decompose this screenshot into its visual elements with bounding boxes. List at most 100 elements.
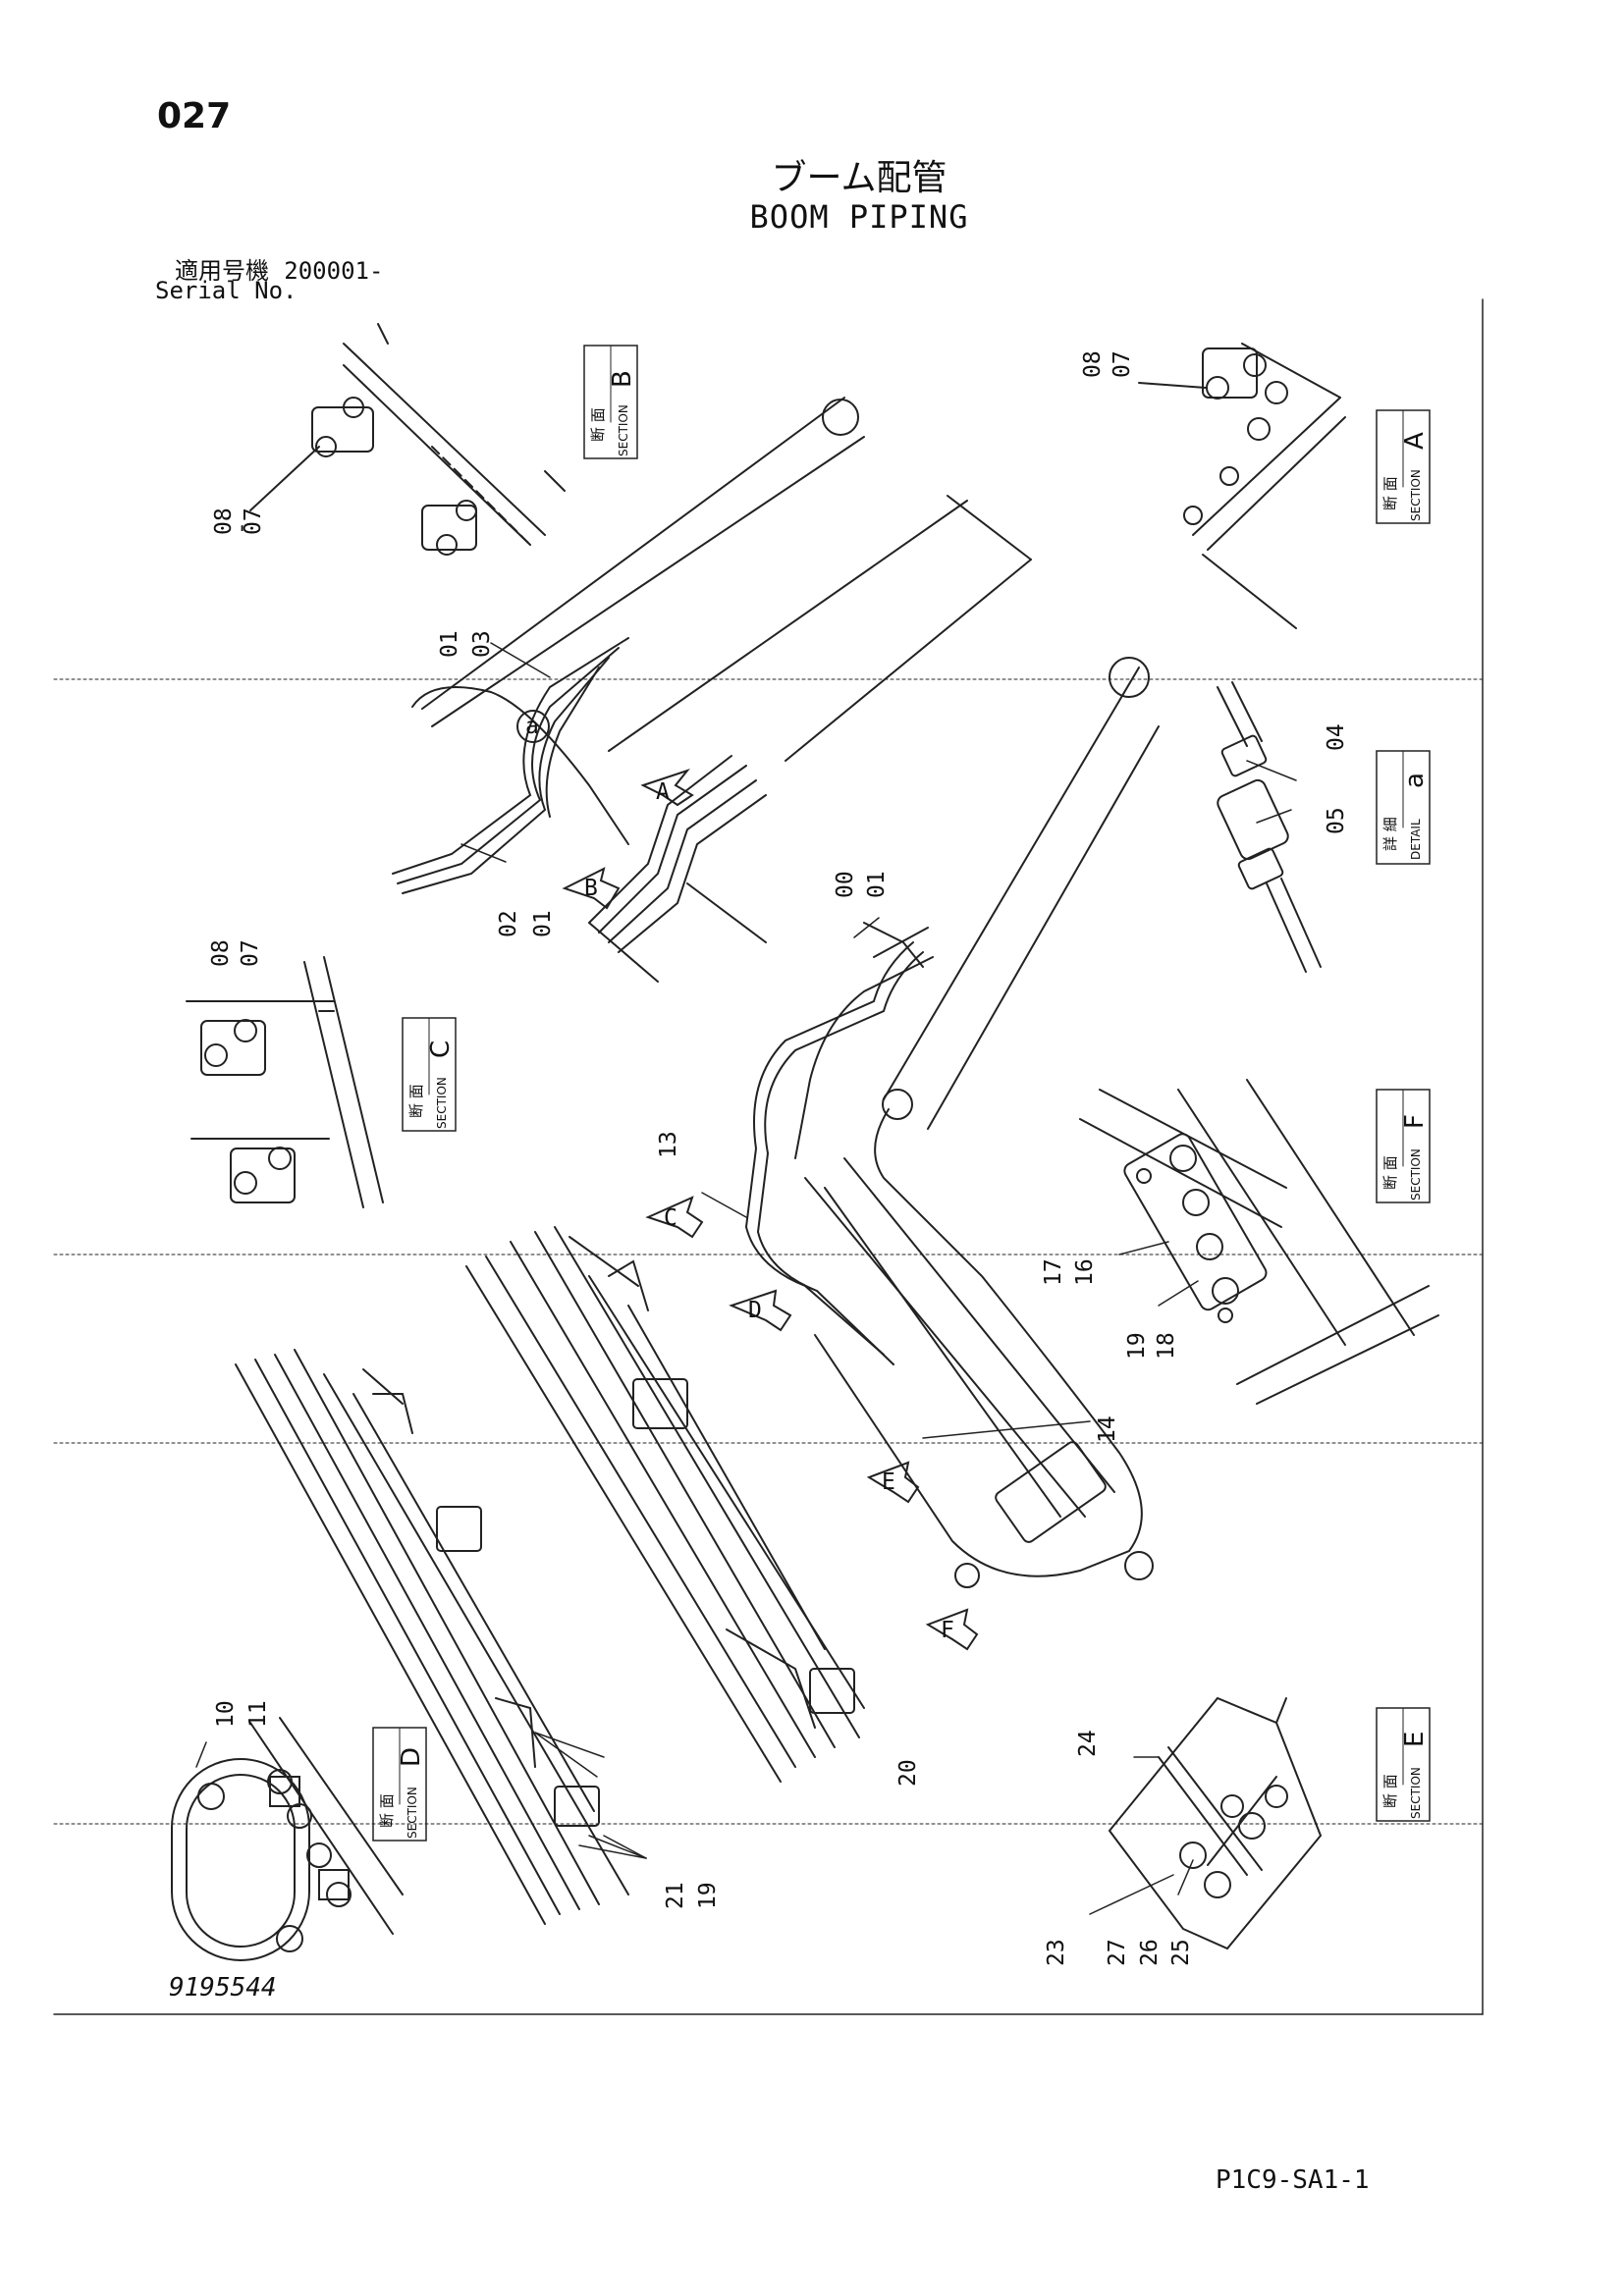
serial-label-en: Serial No. bbox=[155, 277, 298, 304]
callout-b-dash: - bbox=[229, 521, 254, 535]
callout-c-07: 07 bbox=[238, 939, 263, 967]
detail-marker-a: a bbox=[516, 710, 550, 743]
section-box-d: 断 面 SECTION D bbox=[372, 1727, 427, 1842]
lower-left-boom bbox=[235, 1349, 629, 1925]
drawing-frame bbox=[53, 298, 1484, 2015]
title-english: BOOM PIPING bbox=[749, 198, 969, 236]
section-e-view bbox=[1108, 1696, 1323, 1950]
section-box-b: 断 面 SECTION B bbox=[583, 345, 638, 459]
section-a-letter: A bbox=[1400, 432, 1430, 450]
main-boom-cylinder bbox=[804, 1157, 1115, 1543]
callout-e-24: 24 bbox=[1075, 1730, 1101, 1757]
section-a-view bbox=[1138, 343, 1346, 629]
section-b-letter: B bbox=[608, 370, 637, 388]
section-b-jp: 断 面 bbox=[589, 407, 607, 442]
detail-a-en: DETAIL bbox=[1409, 819, 1423, 860]
section-a-en: SECTION bbox=[1409, 469, 1423, 521]
callout-19: 19 bbox=[695, 1882, 721, 1909]
view-arrow-e: E bbox=[866, 1461, 920, 1504]
section-box-f: 断 面 SECTION F bbox=[1376, 1089, 1431, 1203]
view-arrow-a: A bbox=[640, 768, 694, 807]
section-f-view bbox=[1079, 1079, 1439, 1405]
section-c-view bbox=[186, 956, 384, 1208]
view-arrow-label-b: B bbox=[584, 876, 598, 901]
callout-det-05: 05 bbox=[1324, 807, 1349, 834]
callout-d-11: 11 bbox=[245, 1700, 271, 1728]
section-d-view bbox=[171, 1717, 404, 1961]
callout-boom-01: 01 bbox=[864, 871, 890, 898]
section-box-e: 断 面 SECTION E bbox=[1376, 1707, 1431, 1822]
callout-top-03: 03 bbox=[469, 630, 495, 658]
section-f-en: SECTION bbox=[1409, 1148, 1423, 1201]
leader-lines bbox=[195, 642, 1297, 1915]
upper-boom-outline bbox=[411, 397, 1032, 845]
section-b-view bbox=[249, 323, 566, 556]
callout-e-26: 26 bbox=[1137, 1939, 1163, 1966]
section-d-jp: 断 面 bbox=[378, 1793, 396, 1828]
callout-f-17: 17 bbox=[1041, 1258, 1066, 1286]
callout-e-23: 23 bbox=[1044, 1939, 1069, 1966]
section-box-a: 断 面 SECTION A bbox=[1376, 409, 1431, 524]
detail-a-letter: a bbox=[1400, 773, 1430, 788]
callout-det-04: 04 bbox=[1324, 723, 1349, 751]
callout-c-08: 08 bbox=[208, 939, 234, 967]
view-arrow-label-e: E bbox=[882, 1469, 895, 1495]
section-c-letter: C bbox=[426, 1041, 456, 1058]
callout-13: 13 bbox=[656, 1131, 681, 1158]
lower-middle-boom bbox=[465, 1226, 865, 1783]
serial-value: 200001- bbox=[284, 257, 384, 285]
main-boom-outline bbox=[814, 657, 1160, 1588]
callout-e-25: 25 bbox=[1168, 1939, 1194, 1966]
detail-a-jp: 詳 細 bbox=[1381, 817, 1399, 851]
section-e-jp: 断 面 bbox=[1381, 1774, 1399, 1808]
callout-f-18: 18 bbox=[1154, 1332, 1179, 1360]
section-a-jp: 断 面 bbox=[1381, 476, 1399, 510]
section-f-letter: F bbox=[1400, 1114, 1430, 1129]
detail-a-view bbox=[1217, 681, 1322, 973]
callout-a-08: 08 bbox=[1080, 350, 1106, 378]
callout-a-07: 07 bbox=[1110, 350, 1135, 378]
callout-f-19: 19 bbox=[1124, 1332, 1150, 1360]
section-d-en: SECTION bbox=[406, 1787, 419, 1839]
page-number: 027 bbox=[157, 96, 232, 136]
callout-b-08: 08 bbox=[211, 507, 237, 535]
callout-d-10: 10 bbox=[213, 1700, 239, 1728]
view-arrow-f: F bbox=[925, 1608, 979, 1651]
callout-top-01: 01 bbox=[437, 630, 462, 658]
callout-21: 21 bbox=[663, 1882, 688, 1909]
section-c-en: SECTION bbox=[435, 1077, 449, 1129]
section-b-en: SECTION bbox=[617, 404, 630, 456]
view-arrow-label-a: A bbox=[656, 779, 670, 805]
callout-e-27: 27 bbox=[1105, 1939, 1130, 1966]
section-d-letter: D bbox=[397, 1747, 426, 1767]
callout-f-16: 16 bbox=[1072, 1258, 1098, 1286]
section-c-jp: 断 面 bbox=[407, 1084, 425, 1118]
page-code: P1C9-SA1-1 bbox=[1216, 2165, 1370, 2195]
view-arrow-c: C bbox=[645, 1196, 704, 1239]
detail-marker-label: a bbox=[525, 714, 539, 739]
callout-boom-00: 00 bbox=[833, 871, 858, 898]
callout-14: 14 bbox=[1095, 1415, 1120, 1443]
section-e-en: SECTION bbox=[1409, 1767, 1423, 1819]
upper-hose-bundle bbox=[392, 637, 767, 983]
callout-labels: 08 - 07 08 07 08 07 01 03 02 01 04 05 00… bbox=[208, 350, 1349, 1966]
callout-b-07: 07 bbox=[241, 507, 266, 535]
view-arrow-label-f: F bbox=[941, 1618, 954, 1643]
callout-mid-02: 02 bbox=[496, 910, 521, 937]
section-e-letter: E bbox=[1400, 1732, 1430, 1747]
callout-20: 20 bbox=[895, 1759, 921, 1787]
section-box-c: 断 面 SECTION C bbox=[402, 1017, 457, 1132]
main-boom-hoses bbox=[744, 922, 934, 1365]
drawing-number: 9195544 bbox=[169, 1973, 277, 2002]
serial-line-jp: 適用号機 200001- bbox=[175, 251, 383, 286]
view-arrow-b: B bbox=[562, 867, 621, 910]
view-arrow-label-d: D bbox=[748, 1298, 762, 1323]
title-japanese: ブーム配管 bbox=[771, 158, 947, 198]
serial-label-jp: 適用号機 bbox=[175, 257, 269, 285]
view-arrow-label-c: C bbox=[664, 1205, 677, 1231]
callout-mid-01: 01 bbox=[530, 910, 556, 937]
detail-box-a: 詳 細 DETAIL a bbox=[1376, 750, 1431, 865]
section-f-jp: 断 面 bbox=[1381, 1155, 1399, 1190]
view-arrow-d: D bbox=[729, 1289, 792, 1332]
